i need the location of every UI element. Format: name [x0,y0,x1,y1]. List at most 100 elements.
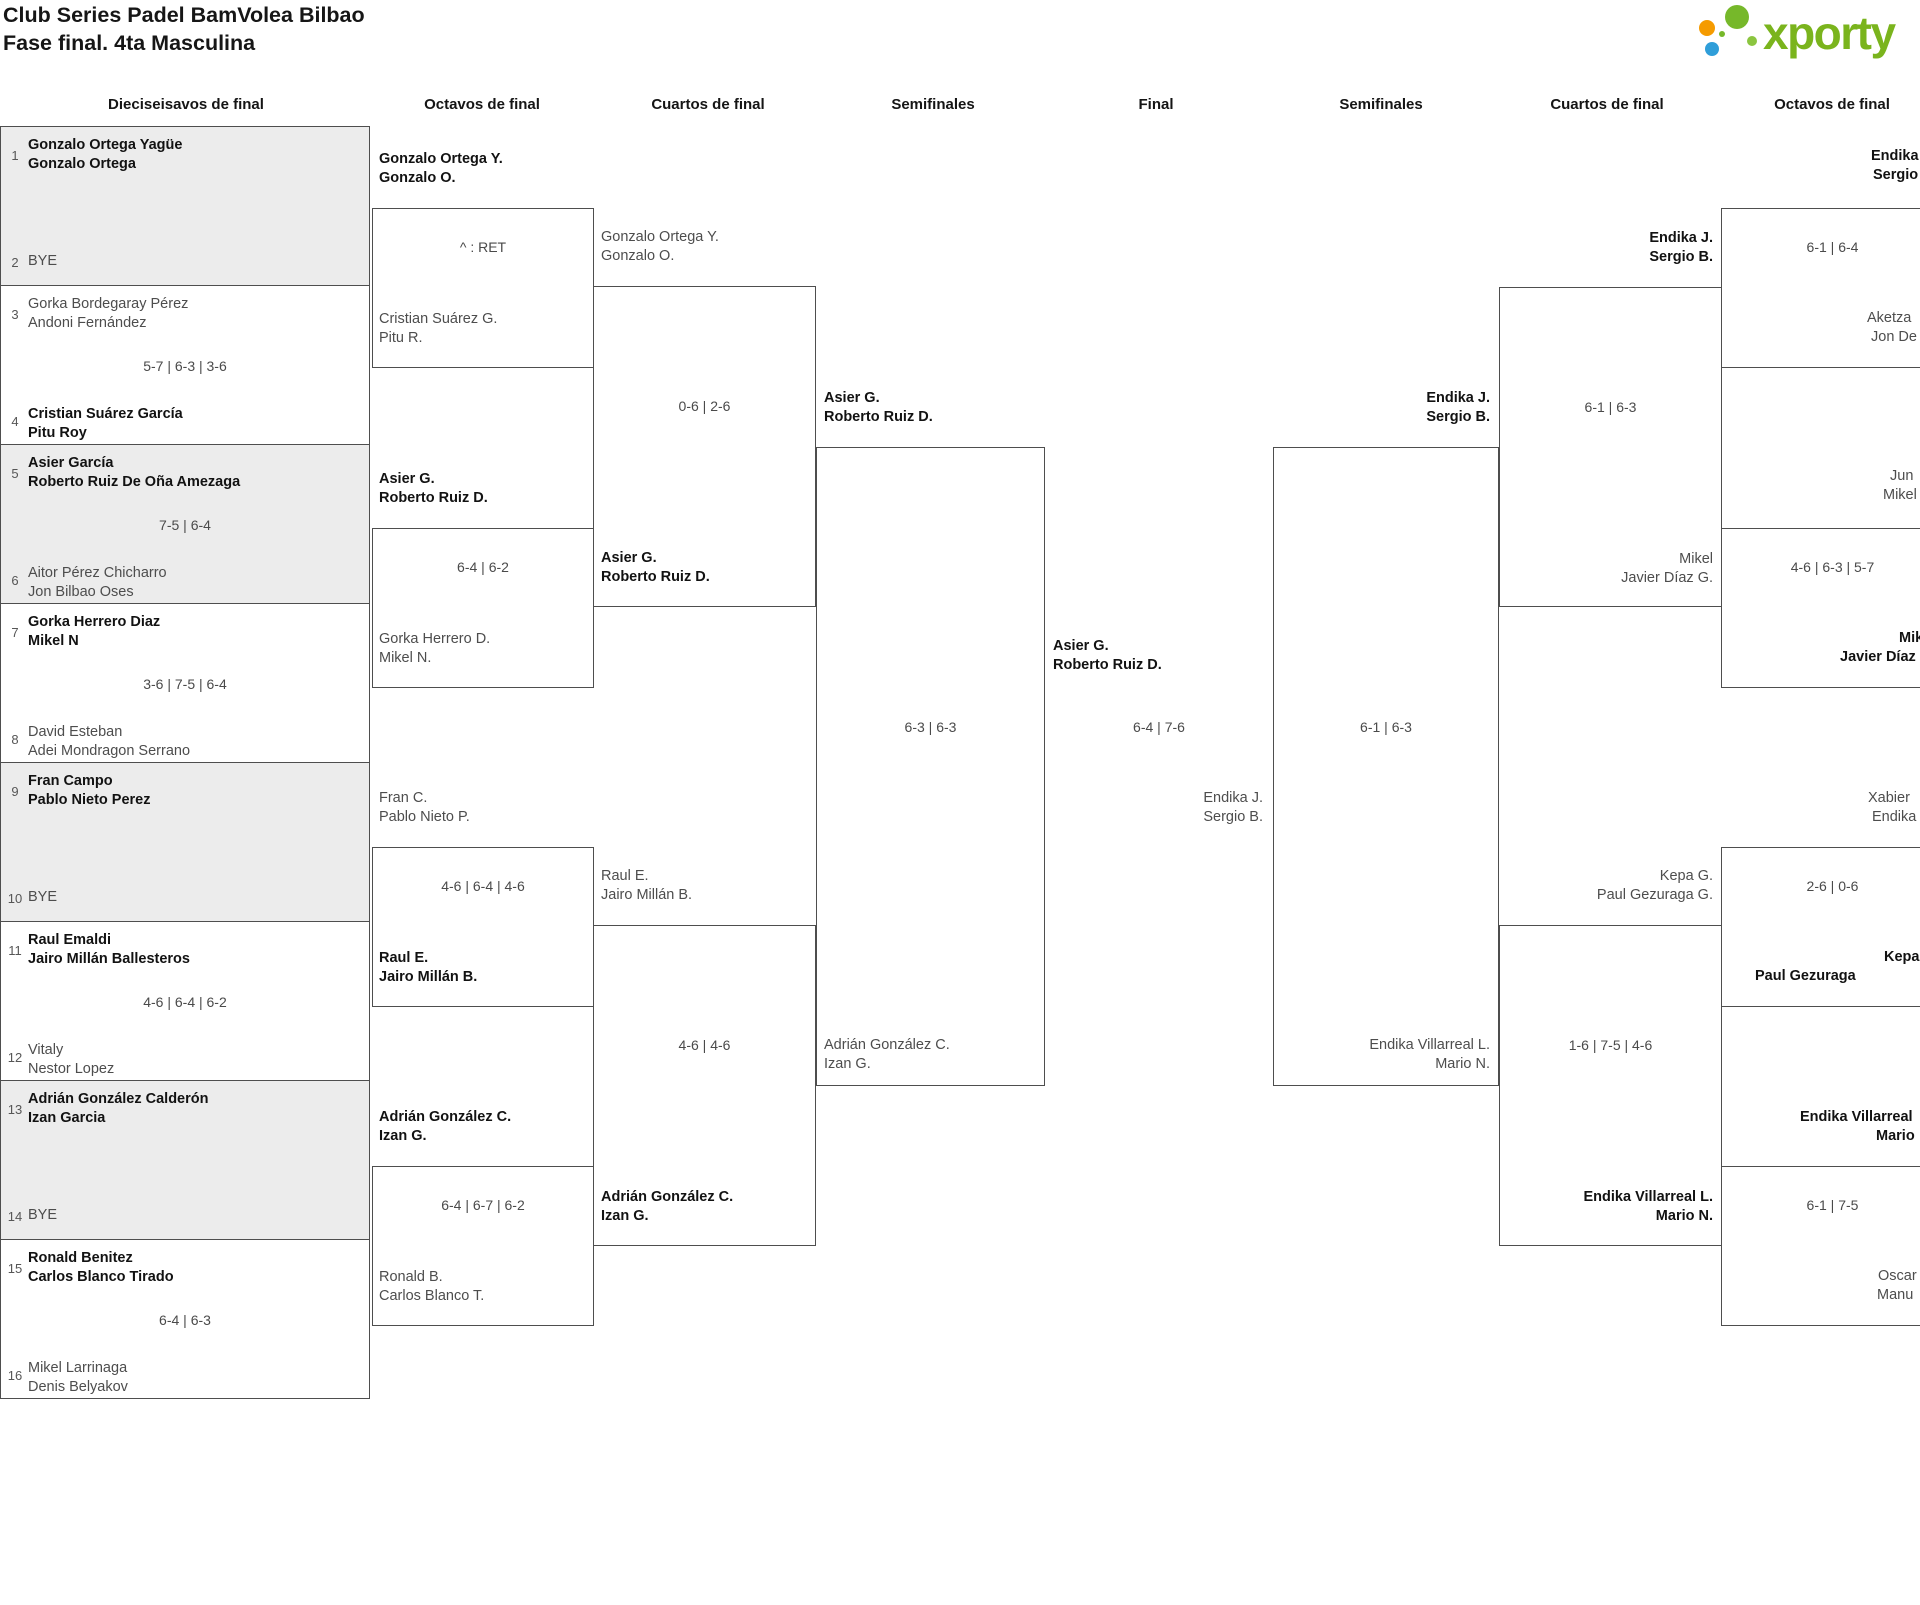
round-header-r8-left: Octavos de final [424,96,540,113]
match-score: 7-5 | 6-4 [159,517,211,533]
team-line: Adrián González Calderón [28,1091,209,1107]
team-label: Adrián González C. Izan G. [601,1188,733,1225]
team-line: Gonzalo O. [379,169,456,186]
match-score: 6-1 | 6-3 [1584,399,1637,415]
team-line: Gonzalo Ortega Yagüe [28,137,183,153]
team-label: Asier G. Roberto Ruiz D. [379,470,488,507]
team-label: Ronald B. Carlos Blanco T. [379,1268,484,1305]
match-score: 6-1 | 7-5 [1806,1197,1859,1213]
team-line: Endika J. [1649,230,1713,246]
team-line: Ronald Benitez [28,1250,133,1266]
qf-right-box-2 [1499,925,1722,1246]
team-line: Kepa [1884,949,1920,965]
team-line: Roberto Ruiz D. [601,568,710,585]
team-line: Carlos Blanco T. [379,1287,485,1304]
seed-number: 16 [7,1368,23,1383]
match-score: 6-3 | 6-3 [904,719,957,735]
sf-left-box [816,447,1045,1086]
team-label: Adrián González C. Izan G. [824,1036,950,1073]
r8-left-box-2 [372,528,594,688]
sf-right-box [1273,447,1499,1086]
team-line: Mikel N. [379,649,432,666]
qf-right-box-1 [1499,287,1722,607]
seed-number: 12 [7,1050,23,1065]
team-line: Paul Gezuraga [1755,968,1856,984]
team-line: BYE [28,889,58,905]
round-header-qf-right: Cuartos de final [1550,96,1664,113]
team-label: Ronald Benitez Carlos Blanco Tirado [28,1249,174,1286]
round-header-r16: Dieciseisavos de final [108,96,264,113]
team-line: Asier G. [379,471,435,487]
team-line: Jairo Millán Ballesteros [28,950,190,967]
team-line: Roberto Ruiz D. [379,489,488,506]
team-line: Asier García [28,455,114,471]
match-score: 2-6 | 0-6 [1806,878,1859,894]
team-line: Gorka Bordegaray Pérez [28,296,189,312]
logo-dot-tiny-icon [1719,31,1725,37]
match-score: 1-6 | 7-5 | 4-6 [1568,1037,1653,1053]
team-line: Adrián González C. [601,1189,734,1205]
team-line: Roberto Ruiz De Oña Amezaga [28,473,241,490]
team-line: Sergio B. [1649,248,1713,265]
match-score: 6-1 | 6-4 [1806,239,1859,255]
seed-number: 7 [11,625,19,640]
team-line: Javier Díaz [1840,649,1916,665]
r16-match-2: 3 Gorka Bordegaray Pérez Andoni Fernánde… [0,285,370,445]
team-line: Mik [1899,630,1920,646]
team-line: Mario N. [1435,1055,1490,1072]
match-score: 3-6 | 7-5 | 6-4 [143,676,227,692]
qf-left-box-2 [593,925,816,1246]
match-score: 6-4 | 6-7 | 6-2 [441,1197,525,1213]
team-line: Jon De [1871,329,1917,345]
r16-match-3: 5 Asier García Roberto Ruiz De Oña Ameza… [0,444,370,604]
match-score: 6-4 | 6-2 [457,559,509,575]
final-loser-label: Endika J. Sergio B. [1045,789,1263,826]
team-label: Gorka Bordegaray Pérez Andoni Fernández [28,295,188,332]
team-line: Endika Villarreal [1800,1109,1913,1125]
team-line: Jon Bilbao Oses [28,583,134,600]
title-line-2: Fase final. 4ta Masculina [3,30,256,55]
team-line: Gorka Herrero D. [379,631,491,647]
seed-number: 6 [11,573,19,588]
team-line: Ronald B. [379,1269,443,1285]
seed-number: 13 [7,1102,23,1117]
match-score: 4-6 | 6-3 | 5-7 [1790,559,1875,575]
team-line: Jairo Millán B. [601,886,693,903]
seed-number: 15 [7,1261,23,1276]
team-line: Raul E. [379,950,429,966]
team-line: Asier G. [1053,638,1109,654]
team-label: Vitaly Nestor Lopez [28,1041,114,1078]
team-label: Endika Villarreal L. Mario N. [1504,1188,1714,1225]
seed-number: 3 [11,307,19,322]
team-line: Manu [1877,1287,1914,1303]
r16-match-5: 9 Fran Campo Pablo Nieto Perez 10 BYE [0,762,370,922]
team-label: Endika Villarreal L. Mario N. [1273,1036,1490,1073]
team-label: Raul Emaldi Jairo Millán Ballesteros [28,931,190,968]
team-line: Roberto Ruiz D. [1053,656,1162,673]
team-line: Sergio [1873,167,1919,183]
team-label: David Esteban Adei Mondragon Serrano [28,723,190,760]
match-score: 5-7 | 6-3 | 3-6 [143,358,227,374]
team-line: Endika [1872,809,1917,825]
team-label: Kepa G. Paul Gezuraga G. [1504,867,1713,904]
team-label: Gonzalo Ortega Y. Gonzalo O. [379,150,503,187]
team-line: Gonzalo O. [601,247,675,264]
team-line: Andoni Fernández [28,314,147,331]
team-line: Javier Díaz G. [1621,569,1713,586]
round-header-r8-right: Octavos de final [1774,96,1890,113]
round-header-sf-left: Semifinales [891,96,975,113]
team-line: Adrián González C. [824,1037,950,1053]
team-line: Pitu R. [379,329,423,346]
seed-number: 1 [11,148,19,163]
logo-dot-blue-icon [1705,42,1719,56]
team-line: Paul Gezuraga G. [1596,886,1713,903]
match-score: 4-6 | 6-4 | 6-2 [143,994,227,1010]
seed-number: 11 [8,943,22,958]
team-label: Raul E. Jairo Millán B. [601,867,692,904]
r8-right-box-2 [1721,528,1920,688]
team-line: Endika [1871,148,1919,164]
team-line: Carlos Blanco Tirado [28,1268,174,1285]
team-line: Gorka Herrero Diaz [28,614,161,630]
team-label: BYE [28,1206,57,1225]
team-label: Gonzalo Ortega Yagüe Gonzalo Ortega [28,136,182,173]
